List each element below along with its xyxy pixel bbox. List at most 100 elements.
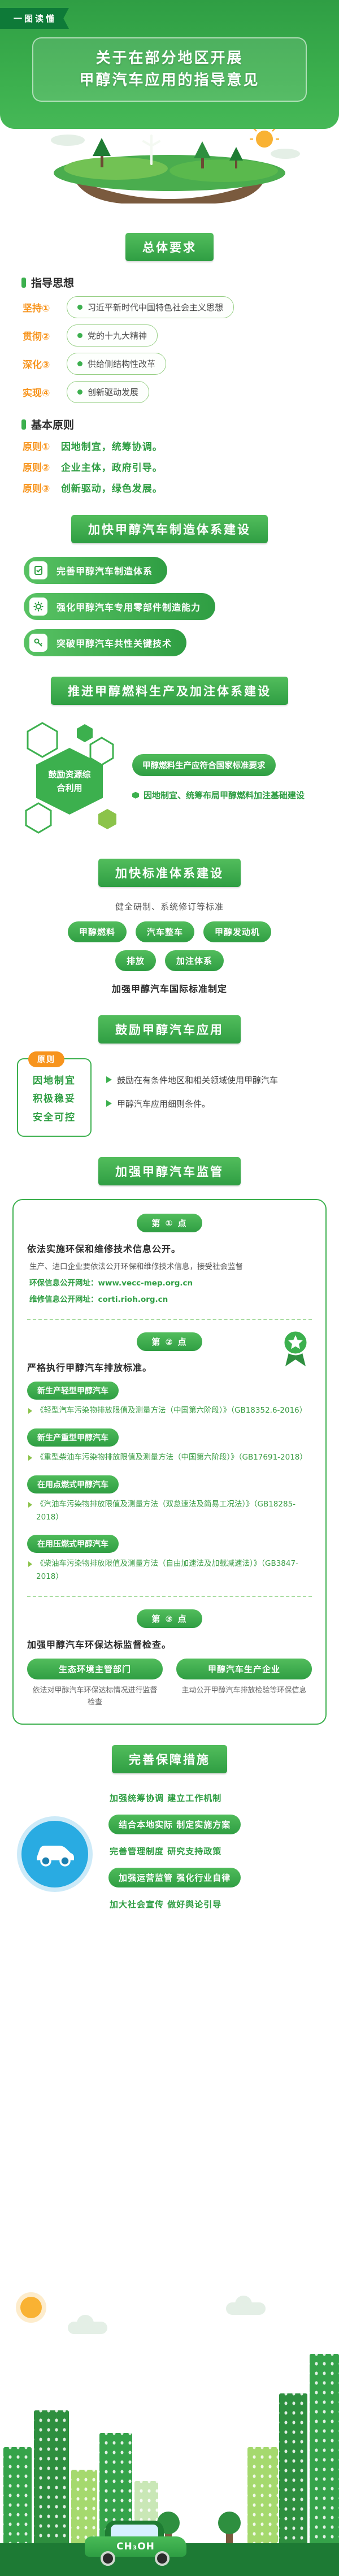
application-item: 鼓励在有条件地区和相关领域使用甲醇汽车: [106, 1073, 322, 1087]
party-name: 生态环境主管部门: [27, 1659, 163, 1680]
application-principle-box: 原则 因地制宜 积极稳妥 安全可控: [17, 1051, 92, 1137]
application-principle: 因地制宜: [33, 1075, 76, 1086]
standard-pill: 甲醇发动机: [203, 921, 272, 942]
principle-label: 原则②: [23, 462, 50, 474]
point-1-badge: 第 ① 点: [137, 1213, 202, 1232]
banner-safeguard-measures: 完善保障措施: [101, 1744, 238, 1773]
point-3-badge: 第 ③ 点: [137, 1609, 202, 1629]
application-item: 甲醇汽车应用细则条件。: [106, 1097, 322, 1111]
car-window: [111, 2525, 158, 2538]
principle-text: 创新驱动，绿色发展。: [60, 483, 163, 495]
safeguard-item: 加强统筹协调 建立工作机制: [110, 1793, 222, 1803]
island-illustration: [0, 123, 339, 213]
key-icon: [29, 634, 47, 652]
supervision-point-2: 第 ② 点 严格执行甲醇汽车排放标准。 新生产轻型甲醇汽车 《轻型汽车污染物排放…: [27, 1330, 312, 1584]
floating-island-icon: [51, 123, 300, 204]
cloud-icon: [68, 2315, 107, 2334]
principle-item: 原则① 因地制宜，统筹协调。: [23, 439, 339, 453]
banner-manufacturing-system: 加快甲醇汽车制造体系建设: [60, 515, 279, 543]
gear-icon: [29, 598, 47, 616]
point-2-title: 严格执行甲醇汽车排放标准。: [27, 1362, 153, 1373]
read-ribbon-tag: 一图读懂: [0, 8, 69, 29]
building: [3, 2447, 32, 2543]
sun-icon: [20, 2297, 42, 2318]
principle-item: 原则③ 创新驱动，绿色发展。: [23, 480, 339, 495]
supervision-box: 第 ① 点 依法实施环保和维修技术信息公开。 生产、进口企业要依法公开环保和维修…: [12, 1198, 327, 1725]
manufacturing-text: 完善甲醇汽车制造体系: [56, 566, 153, 577]
maintenance-info-url[interactable]: 维修信息公开网址：corti.rioh.org.cn: [29, 1295, 168, 1304]
principle-text: 企业主体，政府引导。: [60, 462, 163, 474]
fuel-section: 鼓励资源综合利用 甲醇燃料生产应符合国家标准要求 因地制宜、统筹布局甲醇燃料加注…: [17, 718, 324, 838]
environment-info-url[interactable]: 环保信息公开网址：www.vecc-mep.org.cn: [29, 1278, 193, 1288]
vehicle-type-pill: 新生产轻型甲醇汽车: [27, 1381, 119, 1400]
building: [247, 2447, 278, 2543]
manufacturing-text: 强化甲醇汽车专用零部件制造能力: [56, 602, 201, 613]
principle-text: 因地制宜，统筹协调。: [60, 441, 163, 453]
standards-footer: 加强甲醇汽车国际标准制定: [111, 984, 227, 994]
fuel-item: 因地制宜、统筹布局甲醇燃料加注基础建设: [132, 789, 324, 803]
party-desc: 主动公开甲醇汽车排放检验等环保信息: [181, 1686, 307, 1695]
standard-pill: 汽车整车: [135, 921, 194, 942]
vehicle-type-pill: 新生产重型甲醇汽车: [27, 1428, 119, 1447]
heading-guiding-ideology: 指导思想: [21, 275, 339, 290]
fuel-item: 甲醇燃料生产应符合国家标准要求: [132, 754, 276, 776]
supervision-party: 生态环境主管部门 依法对甲醇汽车环保达标情况进行监督检查: [27, 1659, 163, 1709]
guiding-text: 习近平新时代中国特色社会主义思想: [67, 296, 234, 318]
dashed-divider: [27, 1318, 312, 1320]
point-1-line: 生产、进口企业要依法公开环保和维修技术信息，接受社会监督: [29, 1262, 243, 1271]
standards-intro: 健全研制、系统修订等标准: [115, 902, 224, 912]
guiding-item: 坚持① 习近平新时代中国特色社会主义思想: [23, 296, 339, 318]
safeguard-item: 加大社会宣传 做好舆论引导: [110, 1899, 222, 1910]
emission-standard-item: 新生产重型甲醇汽车 《重型柴油车污染物排放限值及测量方法（中国第六阶段）》（GB…: [27, 1428, 312, 1464]
safeguard-item: 结合本地实际 制定实施方案: [108, 1814, 241, 1834]
car-label: CH₃OH: [116, 2541, 155, 2552]
guiding-label: 贯彻②: [23, 331, 50, 343]
supervision-point-3: 第 ③ 点 加强甲醇汽车环保达标监督检查。 生态环境主管部门 依法对甲醇汽车环保…: [27, 1609, 312, 1709]
standard-reference: 《汽油车污染物排放限值及测量方法（双怠速法及简易工况法）》（GB18285-20…: [27, 1498, 312, 1524]
page-title-line2: 甲醇汽车应用的指导意见: [79, 72, 260, 89]
guiding-text: 供给侧结构性改革: [67, 353, 167, 375]
banner-supervision: 加强甲醇汽车监管: [87, 1157, 252, 1185]
manufacturing-item: 完善甲醇汽车制造体系: [24, 557, 168, 584]
car-body: CH₃OH: [85, 2536, 186, 2557]
building: [34, 2410, 69, 2543]
fuel-item-text: 因地制宜、统筹布局甲醇燃料加注基础建设: [144, 790, 305, 800]
safeguard-item: 完善管理制度 研究支持政策: [110, 1846, 222, 1856]
application-item-text: 甲醇汽车应用细则条件。: [117, 1099, 211, 1110]
tree-icon: [218, 2512, 241, 2543]
guiding-text: 党的十九大精神: [67, 324, 158, 347]
emission-standard-item: 在用点燃式甲醇汽车 《汽油车污染物排放限值及测量方法（双怠速法及简易工况法）》（…: [27, 1475, 312, 1524]
safeguard-item: 加强运营监管 强化行业自律: [108, 1867, 241, 1887]
party-desc: 依法对甲醇汽车环保达标情况进行监督检查: [32, 1686, 158, 1707]
header: 一图读懂 关于在部分地区开展 甲醇汽车应用的指导意见: [0, 0, 339, 129]
vehicle-type-pill: 在用点燃式甲醇汽车: [27, 1475, 119, 1493]
principle-label: 原则①: [23, 441, 50, 453]
guiding-item: 实现④ 创新驱动发展: [23, 381, 339, 403]
application-items: 鼓励在有条件地区和相关领域使用甲醇汽车 甲醇汽车应用细则条件。: [106, 1073, 322, 1121]
car-icon: [37, 1846, 74, 1867]
party-name: 甲醇汽车生产企业: [176, 1659, 312, 1680]
safeguard-items: 加强统筹协调 建立工作机制 结合本地实际 制定实施方案 完善管理制度 研究支持政…: [108, 1788, 322, 1921]
banner-standards-system: 加快标准体系建设: [87, 859, 252, 887]
standard-pill: 加注体系: [165, 950, 224, 971]
standard-reference: 《柴油车污染物排放限值及测量方法（自由加速法及加载减速法）》（GB3847-20…: [27, 1557, 312, 1583]
building: [71, 2470, 97, 2543]
guiding-label: 深化③: [23, 360, 50, 371]
fuel-items: 甲醇燃料生产应符合国家标准要求 因地制宜、统筹布局甲醇燃料加注基础建设: [132, 754, 324, 803]
car-wheel: [155, 2551, 169, 2566]
application-principle: 安全可控: [33, 1111, 76, 1123]
page-title: 关于在部分地区开展 甲醇汽车应用的指导意见: [32, 37, 307, 102]
manufacturing-text: 突破甲醇汽车共性关键技术: [56, 638, 172, 649]
point-2-badge: 第 ② 点: [137, 1332, 202, 1351]
star-medal-icon: [280, 1328, 311, 1371]
principle-item: 原则② 企业主体，政府引导。: [23, 460, 339, 474]
vehicle-type-pill: 在用压燃式甲醇汽车: [27, 1535, 119, 1553]
standard-pill: 甲醇燃料: [67, 921, 127, 942]
building: [310, 2354, 339, 2543]
building: [279, 2393, 307, 2543]
standard-pill: 排放: [115, 950, 156, 971]
application-item-text: 鼓励在有条件地区和相关领域使用甲醇汽车: [117, 1075, 279, 1086]
guiding-label: 坚持①: [23, 303, 50, 314]
page-title-line1: 关于在部分地区开展: [95, 50, 244, 67]
footer-cityscape: CH₃OH: [0, 2282, 339, 2576]
